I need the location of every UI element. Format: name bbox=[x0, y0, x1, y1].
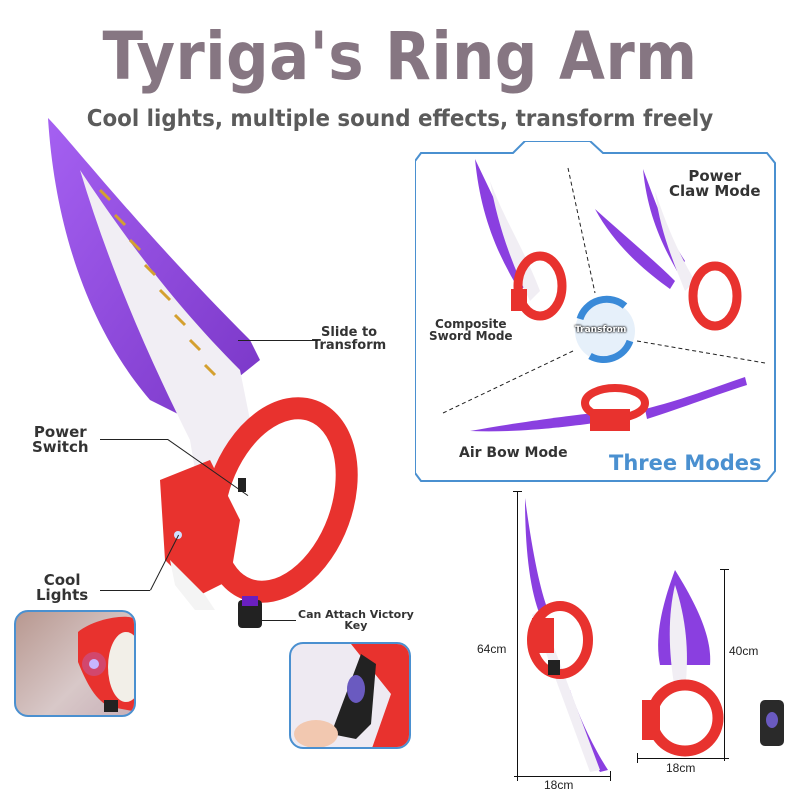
dim-line-tick bbox=[637, 753, 638, 763]
page-title: Tyriga's Ring Arm bbox=[102, 18, 698, 95]
dim-label-18cm-compact: 18cm bbox=[666, 761, 696, 775]
victory-key-photo bbox=[289, 642, 411, 749]
dim-line-64-vertical bbox=[517, 491, 518, 777]
led-light-closeup bbox=[78, 616, 134, 712]
leader-line bbox=[238, 340, 318, 341]
dimension-products bbox=[525, 498, 784, 772]
callout-line-1: Power bbox=[33, 423, 87, 441]
dim-line-tick bbox=[513, 491, 522, 492]
dim-line-18-horizontal bbox=[637, 758, 729, 759]
mode-label-line-1: Composite bbox=[435, 317, 507, 331]
callout-line-1: Cool bbox=[43, 571, 81, 589]
callout-line-1: Can Attach Victory bbox=[298, 608, 414, 621]
callout-slide-to-transform: Slide to Transform bbox=[312, 326, 386, 352]
mode-label-air-bow: Air Bow Mode bbox=[459, 446, 568, 460]
dim-label-64cm: 64cm bbox=[477, 642, 507, 656]
mode-label-composite-sword: Composite Sword Mode bbox=[429, 318, 513, 342]
page-subtitle: Cool lights, multiple sound effects, tra… bbox=[86, 106, 714, 132]
callout-line-2: Key bbox=[344, 619, 368, 632]
callout-line-2: Lights bbox=[36, 586, 89, 604]
dim-line-tick bbox=[610, 771, 611, 781]
mode-label-line-1: Air Bow Mode bbox=[459, 445, 568, 461]
dim-label-18cm-long: 18cm bbox=[544, 778, 574, 792]
leader-line bbox=[100, 439, 168, 440]
callout-cool-lights: Cool Lights bbox=[36, 573, 88, 603]
callout-power-switch: Power Switch bbox=[32, 425, 89, 455]
callout-line-2: Transform bbox=[312, 338, 387, 353]
leader-line bbox=[100, 590, 150, 591]
leader-line bbox=[244, 620, 296, 621]
dim-label-40cm: 40cm bbox=[729, 644, 759, 658]
dim-line-tick bbox=[517, 771, 518, 781]
mode-label-line-2: Claw Mode bbox=[669, 182, 761, 200]
dim-line-18-horizontal bbox=[514, 776, 610, 777]
modes-panel-frame bbox=[415, 141, 776, 482]
mode-label-line-1: Power bbox=[688, 167, 742, 185]
main-product-image bbox=[48, 118, 358, 628]
callout-line-1: Slide to bbox=[321, 325, 378, 340]
cool-lights-photo bbox=[14, 610, 136, 717]
dim-line-tick bbox=[720, 569, 729, 570]
victory-key-closeup bbox=[294, 644, 409, 747]
callout-line-2: Switch bbox=[32, 438, 89, 456]
transform-badge: Transform bbox=[575, 325, 627, 335]
callout-victory-key: Can Attach Victory Key bbox=[298, 609, 414, 631]
mode-label-line-2: Sword Mode bbox=[429, 329, 513, 343]
three-modes-panel: Composite Sword Mode Power Claw Mode Air… bbox=[415, 141, 777, 482]
three-modes-title: Three Modes bbox=[609, 451, 762, 475]
mode-label-power-claw: Power Claw Mode bbox=[669, 169, 761, 199]
dim-line-40-vertical bbox=[724, 569, 725, 761]
